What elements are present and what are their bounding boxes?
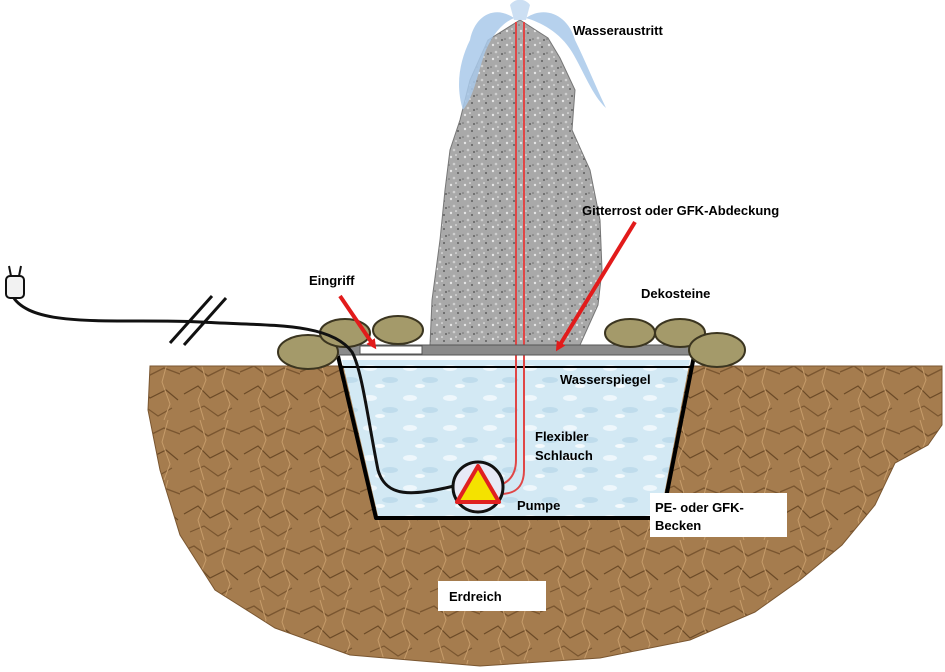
cable-break-icon — [168, 295, 228, 346]
deco-stone — [654, 318, 706, 348]
basin-label-line1: PE- oder GFK- — [655, 500, 744, 515]
deco-stone — [688, 332, 746, 368]
basin-label-line2: Becken — [655, 518, 701, 533]
deco-stone — [372, 315, 424, 345]
access-arrow — [338, 294, 377, 350]
pump-triangle-icon — [451, 460, 505, 514]
basin-wall — [336, 355, 696, 520]
deco-stones — [277, 315, 746, 370]
power-cable — [10, 294, 455, 495]
plug-icon — [5, 265, 25, 299]
hose-label-line1: Flexibler — [535, 429, 588, 444]
grate-label: Gitterrost oder GFK-Abdeckung — [582, 203, 779, 218]
hose-label-line2: Schlauch — [535, 448, 593, 463]
soil-label-box — [438, 581, 546, 611]
access-opening — [359, 345, 423, 355]
deco-stones-label: Dekosteine — [641, 286, 710, 301]
deco-stone — [604, 318, 656, 348]
water-level-label: Wasserspiegel — [560, 372, 651, 387]
grate-arrow — [555, 220, 637, 352]
water-spray-center — [510, 0, 530, 20]
water-spray-left — [459, 12, 514, 110]
access-label: Eingriff — [309, 273, 355, 288]
pump-label: Pumpe — [517, 498, 560, 513]
deco-stone — [277, 334, 339, 370]
water-outlet-label: Wasseraustritt — [573, 23, 663, 38]
water-spray-right — [526, 12, 606, 108]
basin-label-box — [650, 493, 787, 537]
soil-label: Erdreich — [449, 589, 502, 604]
